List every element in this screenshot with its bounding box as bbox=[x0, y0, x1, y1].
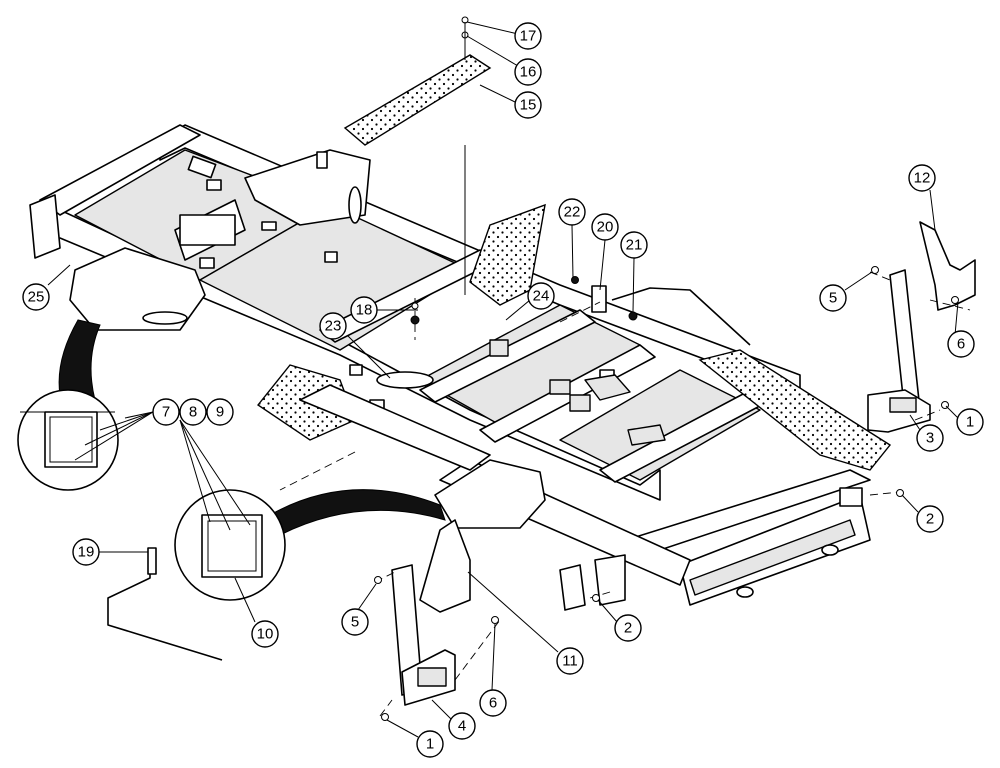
callout-4: 4 bbox=[448, 712, 476, 740]
callout-17: 17 bbox=[514, 22, 542, 50]
callout-2-right: 2 bbox=[916, 505, 944, 533]
svg-text:16: 16 bbox=[520, 64, 537, 81]
callout-22: 22 bbox=[558, 198, 586, 226]
callout-8: 8 bbox=[179, 398, 207, 426]
right-shield bbox=[919, 221, 976, 311]
callout-23: 23 bbox=[319, 312, 347, 340]
svg-text:2: 2 bbox=[926, 511, 934, 528]
callout-1-right: 1 bbox=[956, 408, 984, 436]
right-upright-bracket bbox=[867, 269, 931, 433]
callout-9: 9 bbox=[206, 398, 234, 426]
svg-text:5: 5 bbox=[829, 290, 837, 307]
svg-text:22: 22 bbox=[564, 204, 581, 221]
svg-text:24: 24 bbox=[533, 288, 550, 305]
detail-inset-right bbox=[174, 489, 446, 601]
svg-text:9: 9 bbox=[216, 404, 224, 421]
svg-text:2: 2 bbox=[624, 620, 632, 637]
svg-text:23: 23 bbox=[325, 318, 342, 335]
callout-18: 18 bbox=[350, 296, 378, 324]
callout-11: 11 bbox=[556, 647, 584, 675]
svg-text:15: 15 bbox=[520, 97, 537, 114]
callout-12: 12 bbox=[908, 164, 936, 192]
left-shield bbox=[419, 519, 471, 613]
detail-inset-left bbox=[17, 319, 119, 491]
svg-text:3: 3 bbox=[926, 430, 934, 447]
hardware-fasteners bbox=[374, 266, 959, 721]
callout-5-left: 5 bbox=[341, 608, 369, 636]
svg-text:12: 12 bbox=[914, 170, 931, 187]
callout-25: 25 bbox=[22, 283, 50, 311]
callout-5-right: 5 bbox=[819, 284, 847, 312]
svg-text:1: 1 bbox=[966, 414, 974, 431]
callout-19: 19 bbox=[72, 538, 100, 566]
svg-text:20: 20 bbox=[597, 219, 614, 236]
svg-text:17: 17 bbox=[520, 28, 537, 45]
support-rod-21 bbox=[591, 285, 751, 346]
callout-15: 15 bbox=[514, 91, 542, 119]
svg-text:19: 19 bbox=[78, 544, 95, 561]
svg-text:21: 21 bbox=[626, 237, 643, 254]
svg-text:6: 6 bbox=[489, 695, 497, 712]
step-plate bbox=[343, 54, 492, 146]
callout-6-left: 6 bbox=[479, 689, 507, 717]
svg-text:7: 7 bbox=[162, 404, 170, 421]
step-plate-hardware bbox=[461, 16, 469, 295]
callout-leaders bbox=[47, 21, 959, 738]
callout-21: 21 bbox=[620, 231, 648, 259]
svg-text:5: 5 bbox=[351, 614, 359, 631]
callout-1-left: 1 bbox=[416, 730, 444, 758]
svg-text:1: 1 bbox=[426, 736, 434, 753]
svg-text:25: 25 bbox=[28, 289, 45, 306]
svg-text:10: 10 bbox=[257, 626, 274, 643]
svg-text:4: 4 bbox=[458, 718, 466, 735]
svg-text:18: 18 bbox=[356, 302, 373, 319]
callout-2-left: 2 bbox=[614, 614, 642, 642]
callout-10: 10 bbox=[251, 620, 279, 648]
svg-text:8: 8 bbox=[189, 404, 197, 421]
left-upright-bracket bbox=[391, 564, 456, 706]
callout-7: 7 bbox=[152, 398, 180, 426]
callout-24: 24 bbox=[527, 282, 555, 310]
support-rod-19 bbox=[107, 547, 223, 661]
callout-16: 16 bbox=[514, 58, 542, 86]
callout-3: 3 bbox=[916, 424, 944, 452]
svg-text:6: 6 bbox=[957, 336, 965, 353]
callout-6-right: 6 bbox=[947, 330, 975, 358]
center-shield bbox=[469, 203, 546, 306]
callout-20: 20 bbox=[591, 213, 619, 241]
svg-text:11: 11 bbox=[562, 653, 578, 670]
